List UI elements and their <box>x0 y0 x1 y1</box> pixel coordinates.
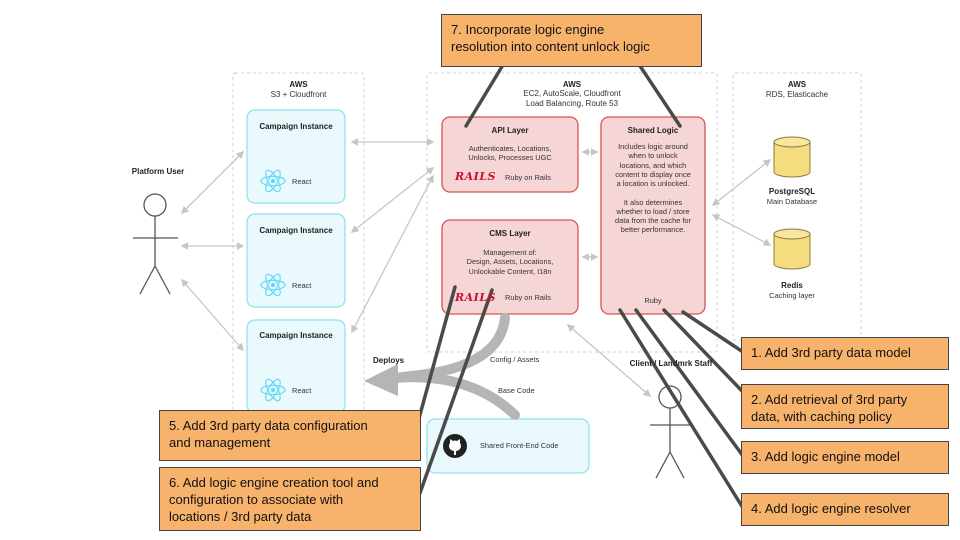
campaign-instance-title: Campaign Instance <box>259 122 333 131</box>
zone-rds-title: AWS <box>787 80 807 89</box>
callout-1: 1. Add 3rd party data model <box>741 337 949 370</box>
rails-logo: RAILS <box>455 170 496 183</box>
callout-4: 4. Add logic engine resolver <box>741 493 949 526</box>
redis-name: Redis <box>781 281 803 290</box>
zone-ec2-title: AWS <box>562 80 582 89</box>
api-layer-box <box>441 116 579 193</box>
cms-layer-description: Management of: Design, Assets, Locations… <box>466 248 554 276</box>
client-staff-label: Client / Landmrk Staff <box>629 359 713 368</box>
campaign-instance-tech: React <box>292 177 312 186</box>
shared-logic-box <box>600 116 706 315</box>
zone-s3-subtitle: S3 + Cloudfront <box>270 90 327 99</box>
postgresql-cylinder <box>773 136 811 178</box>
redis-role: Caching layer <box>769 291 815 300</box>
campaign-instance-title: Campaign Instance <box>259 226 333 235</box>
shared-logic-description: Includes logic around when to unlock loc… <box>615 142 691 235</box>
redis-cylinder <box>773 228 811 270</box>
shared-logic-title: Shared Logic <box>627 126 679 135</box>
api-layer-tech: Ruby on Rails <box>505 173 552 182</box>
deploys-label: Deploys <box>373 356 405 365</box>
zone-rds-subtitle: RDS, Elasticache <box>765 90 829 99</box>
postgresql-name: PostgreSQL <box>768 187 816 196</box>
rails-logo: RAILS <box>455 291 496 304</box>
connection-arrows <box>180 138 772 398</box>
callout-5: 5. Add 3rd party data configuration and … <box>159 410 421 461</box>
callout-2: 2. Add retrieval of 3rd party data, with… <box>741 384 949 429</box>
zone-rds <box>732 72 862 341</box>
zone-ec2-subtitle: EC2, AutoScale, Cloudfront Load Balancin… <box>523 89 621 108</box>
deploy-arrowhead <box>364 364 398 396</box>
api-layer-title: API Layer <box>491 126 529 135</box>
client-staff-figure <box>650 385 690 479</box>
campaign-instance-title: Campaign Instance <box>259 331 333 340</box>
api-layer-description: Authenticates, Locations, Unlocks, Proce… <box>468 144 552 163</box>
shared-frontend-label: Shared Front-End Code <box>480 441 559 450</box>
campaign-instance-tech: React <box>292 386 312 395</box>
shared-logic-tech: Ruby <box>644 296 662 305</box>
cms-layer-box <box>441 219 579 315</box>
github-icon <box>443 434 467 458</box>
cms-layer-title: CMS Layer <box>489 229 531 238</box>
zone-s3-title: AWS <box>289 80 308 89</box>
postgresql-role: Main Database <box>766 197 818 206</box>
platform-user-label: Platform User <box>131 167 185 176</box>
base-code-label: Base Code <box>498 386 535 395</box>
callout-7: 7. Incorporate logic engine resolution i… <box>441 14 702 67</box>
callout-3: 3. Add logic engine model <box>741 441 949 474</box>
shared-frontend-box <box>426 418 590 474</box>
deploy-arrow <box>390 313 520 420</box>
config-assets-label: Config / Assets <box>490 355 540 364</box>
campaign-instance-tech: React <box>292 281 312 290</box>
callout-leader-lines <box>416 58 745 510</box>
callout-6: 6. Add logic engine creation tool and co… <box>159 467 421 531</box>
platform-user-figure <box>133 193 178 295</box>
cms-layer-tech: Ruby on Rails <box>505 293 552 302</box>
